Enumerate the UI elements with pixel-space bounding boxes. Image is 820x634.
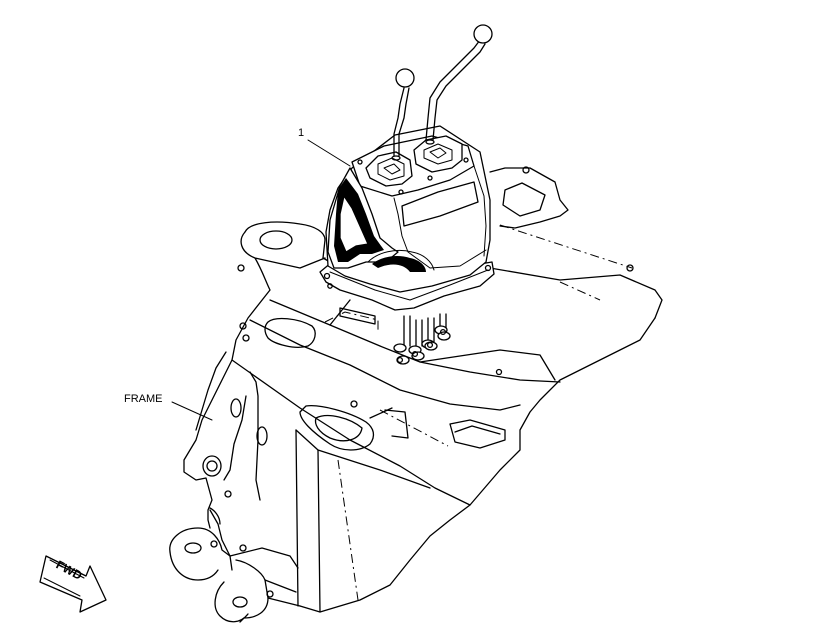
callout-frame: FRAME — [124, 393, 213, 421]
callout-part-1: 1 — [298, 127, 351, 167]
part-number-label: 1 — [298, 127, 304, 139]
frame — [169, 166, 663, 623]
mounting-bolts — [393, 313, 451, 365]
forward-direction-arrow: FWD — [39, 555, 107, 613]
frame-label: FRAME — [124, 393, 163, 405]
control-console — [319, 24, 495, 365]
